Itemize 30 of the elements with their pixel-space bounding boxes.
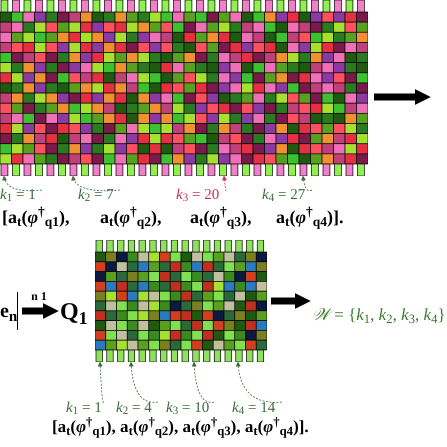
block-arrow	[22, 303, 59, 319]
formula-text: a$_{t}$(φ$^{†}$$_{q3}$),	[190, 206, 252, 228]
block-arrow	[374, 89, 431, 105]
leader-line	[2, 176, 42, 192]
leader-line	[222, 176, 227, 192]
leader-line	[192, 362, 214, 403]
index-label: k$_{4}$ = 27	[262, 186, 314, 204]
index-label: k$_{3}$ = 10	[166, 398, 216, 418]
formula-text: a$_{t}$(φ$^{†}$$_{q4}$)].	[276, 206, 344, 228]
set-formula: 𝒲 = {k$_{1}$, k$_{2}$, k$_{3}$, k$_{4}$}	[312, 300, 447, 328]
block-arrow	[271, 293, 311, 309]
index-label: k$_{2}$ = 4	[116, 398, 160, 418]
formula-text: a$_{t}$(φ$^{†}$$_{q2}$),	[100, 206, 162, 228]
index-label: k$_{3}$ = 20	[176, 186, 228, 204]
index-label: k$_{4}$ = 14	[232, 398, 284, 418]
index-label: k$_{2}$ = 7	[78, 186, 122, 204]
leader-line	[236, 362, 282, 403]
heatmap-drawing	[0, 0, 368, 176]
index-label: k$_{1}$ = 1	[0, 186, 44, 204]
matrix-label: Q$_{1}$	[60, 296, 94, 328]
leader-line	[98, 362, 104, 403]
leader-line	[72, 176, 120, 192]
edge-label: n 1	[29, 290, 49, 302]
leader-line	[301, 176, 312, 192]
index-label: k$_{1}$ = 1	[66, 398, 106, 418]
heatmap-drawing	[95, 240, 267, 362]
leader-line	[128, 362, 158, 403]
formula-text: [a$_{t}$(φ$^{†}$$_{q1}$),	[2, 206, 70, 228]
vector-label: e$_{n}$	[0, 292, 18, 330]
formula-text: [a$_{t}$(φ$^{†}$$_{q1}$), a$_{t}$(φ$^{†}$$_{q2}$), a$_{t}$(φ$^{†}$$_{q3}$), a$_{t}$(φ$^{†}$$_{q4}$)].	[52, 416, 309, 438]
